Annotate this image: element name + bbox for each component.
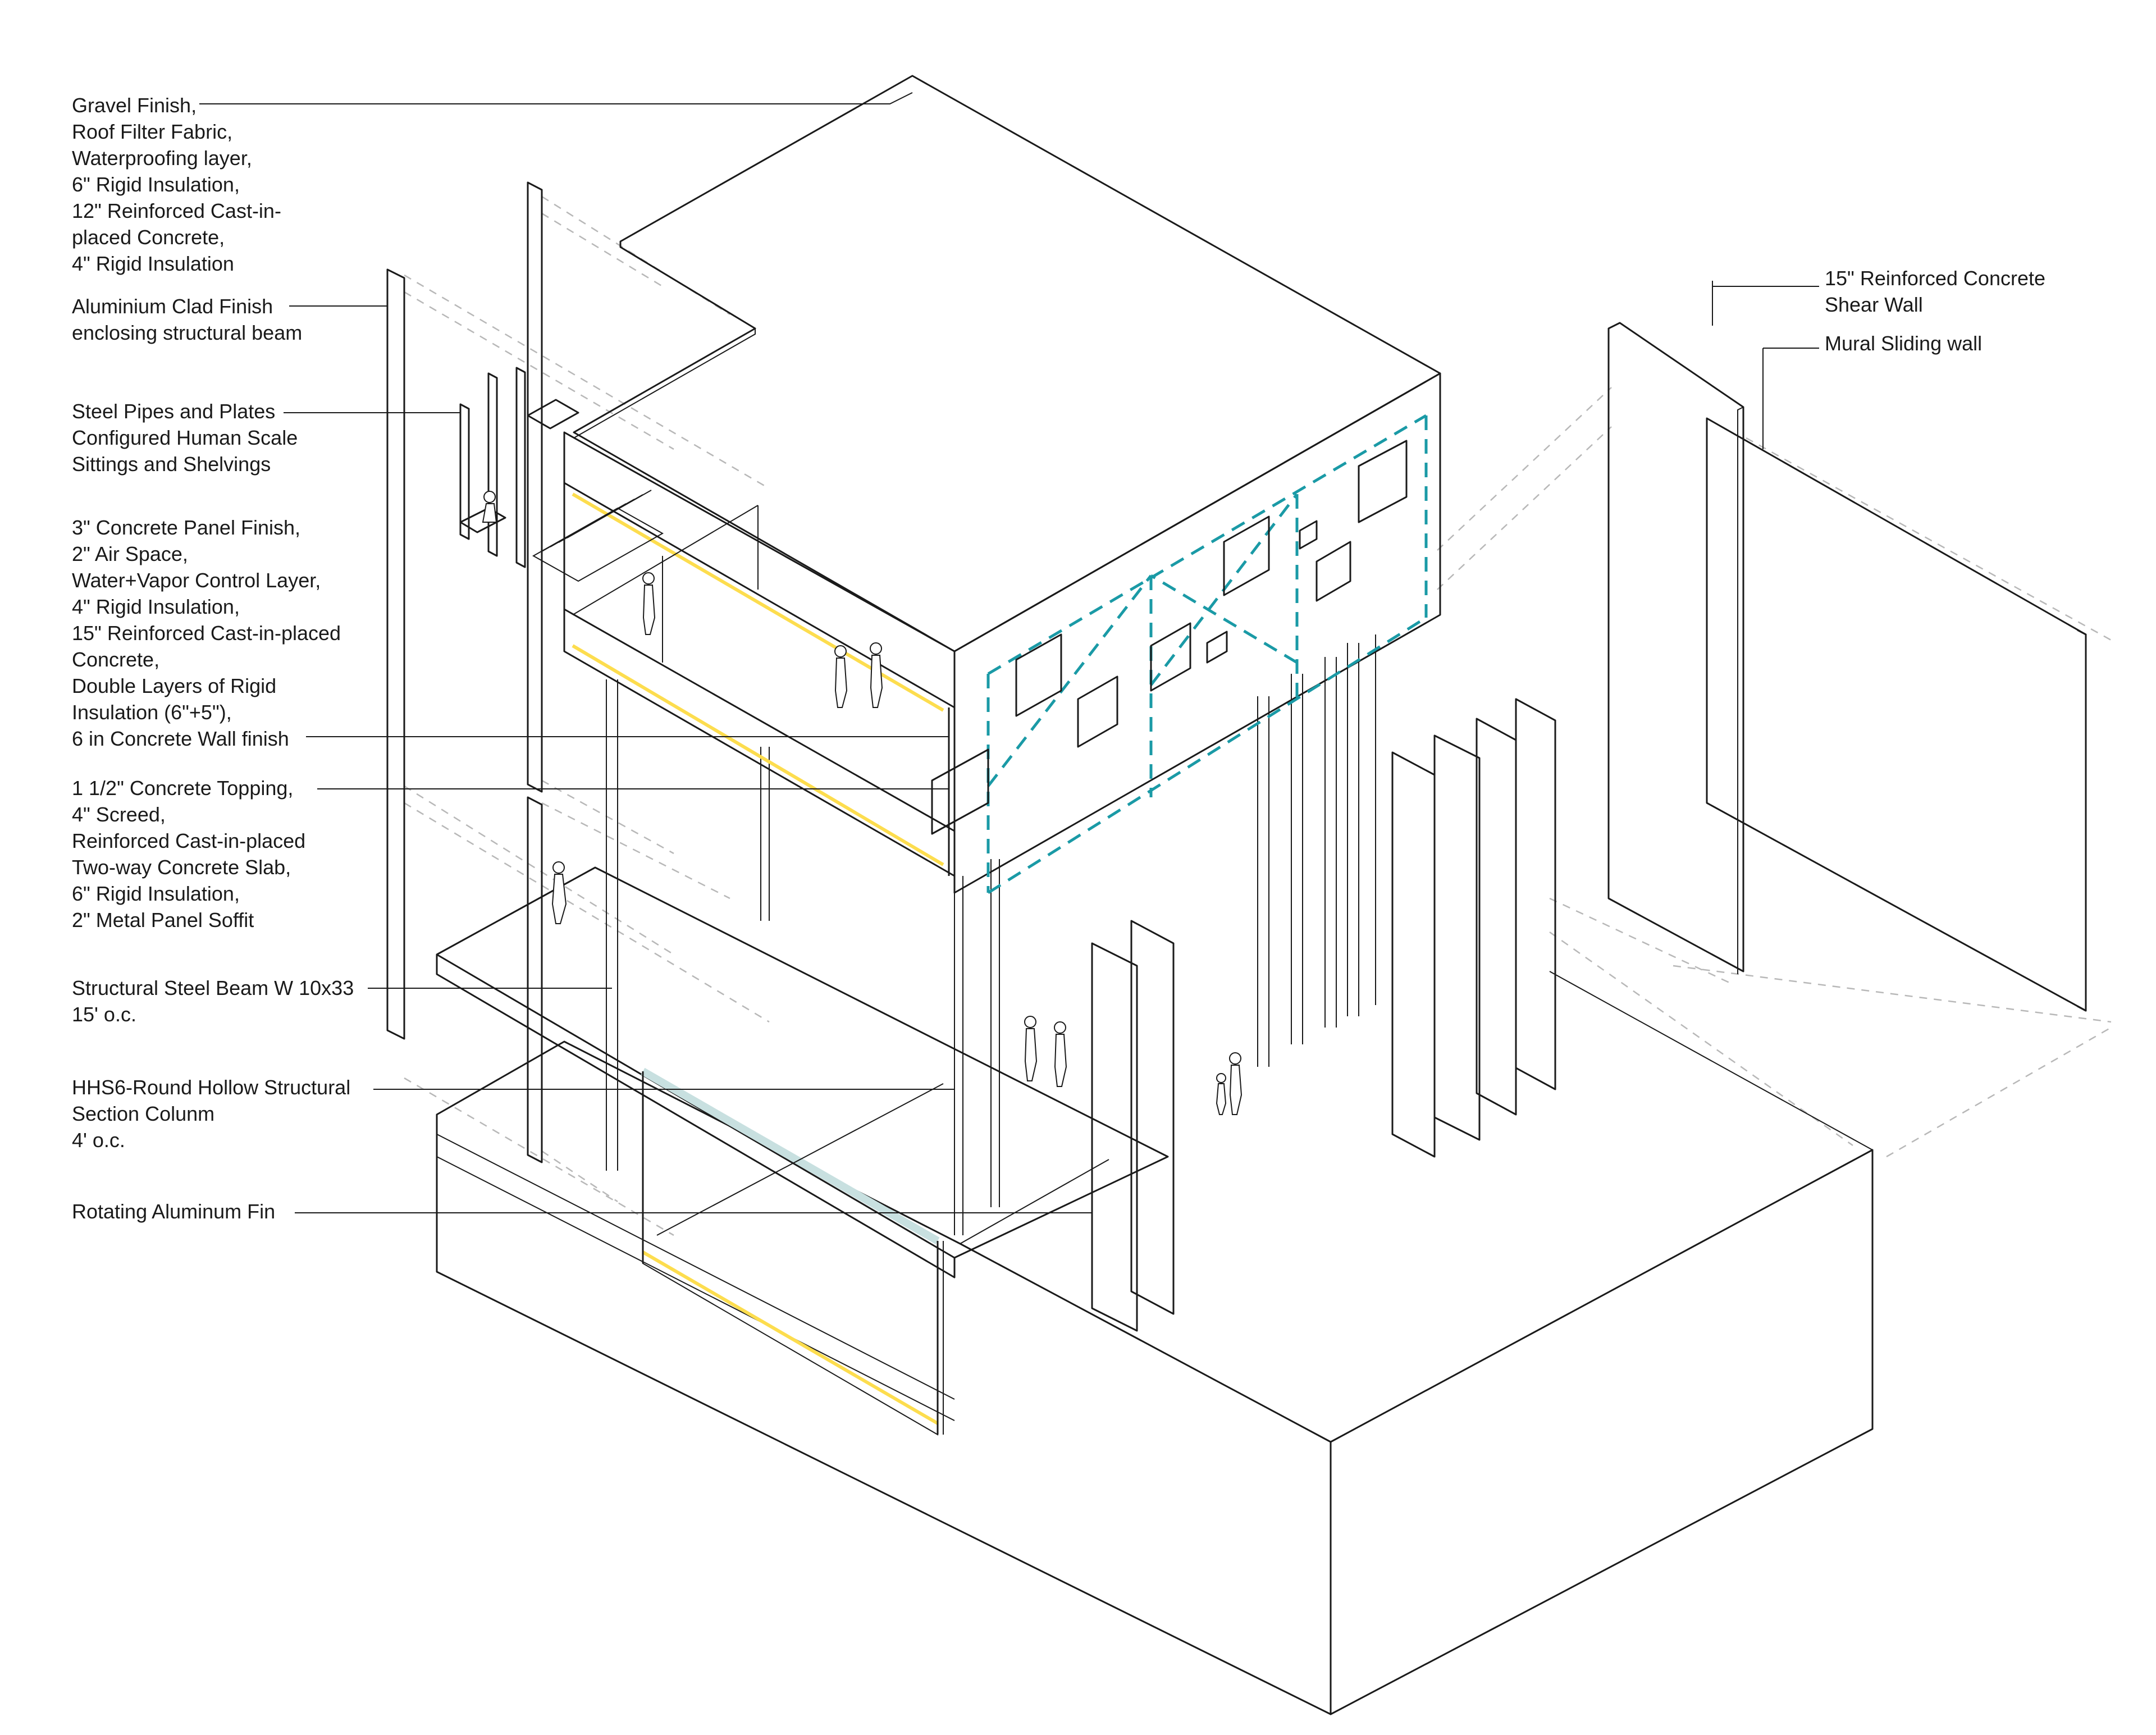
label-line: 6 in Concrete Wall finish — [72, 727, 289, 750]
aluminum-fin — [1091, 942, 1138, 1332]
label-line: 2" Metal Panel Soffit — [72, 908, 254, 932]
facade-window — [1299, 520, 1318, 550]
shear-wall — [1607, 281, 1819, 974]
person-figure — [870, 642, 883, 708]
aluminum-fin — [1433, 734, 1481, 1141]
facade-window — [1315, 541, 1351, 602]
leader-lines — [199, 92, 1092, 1213]
human-figures — [482, 491, 1243, 1115]
person-figure — [1024, 1016, 1038, 1081]
facade-window — [931, 748, 989, 835]
label-line: Reinforced Cast-in-placed — [72, 829, 305, 852]
label-line: 15" Reinforced Concrete — [1825, 267, 2045, 290]
label-hhs-column: HHS6-Round Hollow Structural Section Col… — [72, 1076, 356, 1152]
label-line: Rotating Aluminum Fin — [72, 1200, 275, 1223]
hhs-columns — [606, 634, 1376, 1235]
upper-box — [563, 75, 1441, 894]
label-wall-assembly: 3" Concrete Panel Finish, 2" Air Space, … — [72, 516, 346, 750]
label-roof-assembly: Gravel Finish, Roof Filter Fabric, Water… — [72, 94, 287, 275]
facade-windows — [931, 440, 1408, 835]
label-line: Two-way Concrete Slab, — [72, 856, 291, 879]
label-mural-wall: Mural Sliding wall — [1825, 332, 1982, 355]
label-line: 6" Rigid Insulation, — [72, 882, 240, 905]
facade-window — [1150, 622, 1191, 692]
label-steel-beam: Structural Steel Beam W 10x33 15' o.c. — [72, 976, 359, 1026]
annotation-labels: Gravel Finish, Roof Filter Fabric, Water… — [72, 94, 2051, 1223]
clad-beam — [527, 796, 543, 1163]
label-line: Concrete, — [72, 648, 159, 671]
label-line: Waterproofing layer, — [72, 147, 252, 170]
label-line: 2" Air Space, — [72, 542, 188, 565]
facade-window — [1015, 633, 1062, 717]
label-line: Steel Pipes and Plates — [72, 400, 275, 423]
label-line: 3" Concrete Panel Finish, — [72, 516, 300, 539]
label-line: Shear Wall — [1825, 293, 1923, 316]
label-line: 15' o.c. — [72, 1003, 136, 1026]
label-line: HHS6-Round Hollow Structural — [72, 1076, 350, 1099]
mural-sliding-wall — [1706, 348, 2087, 1012]
label-line: enclosing structural beam — [72, 321, 302, 344]
label-aluminum-fin: Rotating Aluminum Fin — [72, 1200, 275, 1223]
label-line: 15" Reinforced Cast-in-placed — [72, 622, 341, 645]
label-line: 4" Rigid Insulation, — [72, 595, 240, 618]
base-plinth — [436, 971, 1874, 1715]
aluminum-fin — [1130, 920, 1175, 1315]
label-line: placed Concrete, — [72, 226, 225, 249]
label-line: 6" Rigid Insulation, — [72, 173, 240, 196]
person-figure — [1229, 1052, 1243, 1115]
clad-beam — [386, 268, 405, 1040]
aluminum-fin — [1515, 698, 1556, 1090]
person-figure — [551, 861, 567, 924]
facade-window — [1223, 515, 1270, 596]
label-line: Mural Sliding wall — [1825, 332, 1982, 355]
facade-window — [1077, 675, 1118, 748]
steel-pipe-seat — [487, 372, 498, 557]
label-line: Water+Vapor Control Layer, — [72, 569, 321, 592]
clad-beam — [527, 181, 543, 793]
label-line: 12" Reinforced Cast-in- — [72, 199, 281, 222]
seated-figure — [482, 491, 497, 523]
label-line: Sittings and Shelvings — [72, 453, 271, 476]
label-aluminium-clad: Aluminium Clad Finish enclosing structur… — [72, 295, 302, 344]
label-line: Roof Filter Fabric, — [72, 120, 232, 143]
label-line: 4' o.c. — [72, 1129, 125, 1152]
label-line: 4" Rigid Insulation — [72, 252, 234, 275]
steel-pipe-seat — [515, 367, 526, 568]
label-steel-pipes: Steel Pipes and Plates Configured Human … — [72, 400, 303, 476]
label-line: 4" Screed, — [72, 803, 166, 826]
aluminum-fin — [1391, 751, 1436, 1158]
label-line: Gravel Finish, — [72, 94, 197, 117]
projection-guides — [404, 195, 2112, 1236]
person-figure — [1054, 1021, 1067, 1087]
label-line: 1 1/2" Concrete Topping, — [72, 777, 293, 800]
steel-plate-shelf — [527, 399, 579, 430]
label-line: Insulation (6"+5"), — [72, 701, 232, 724]
label-floor-assembly: 1 1/2" Concrete Topping, 4" Screed, Rein… — [72, 777, 311, 932]
lower-floor-volume — [436, 866, 1169, 1436]
stair — [532, 490, 664, 582]
steel-plate-seat — [459, 507, 506, 533]
steel-pipe-seat — [459, 403, 470, 540]
label-shear-wall: 15" Reinforced Concrete Shear Wall — [1825, 267, 2051, 316]
rotating-aluminum-fins — [1091, 698, 1556, 1332]
person-figure — [834, 645, 848, 708]
aluminum-fin — [1476, 718, 1517, 1116]
facade-window — [1206, 631, 1228, 664]
exploded-structural-columns — [386, 181, 579, 1163]
label-line: Section Colunm — [72, 1102, 214, 1125]
label-line: Double Layers of Rigid — [72, 674, 276, 697]
facade-window — [1358, 440, 1408, 523]
person-figure — [1216, 1073, 1227, 1115]
label-line: Structural Steel Beam W 10x33 — [72, 976, 354, 999]
label-line: Aluminium Clad Finish — [72, 295, 273, 318]
label-line: Configured Human Scale — [72, 426, 298, 449]
person-figure — [642, 572, 656, 635]
